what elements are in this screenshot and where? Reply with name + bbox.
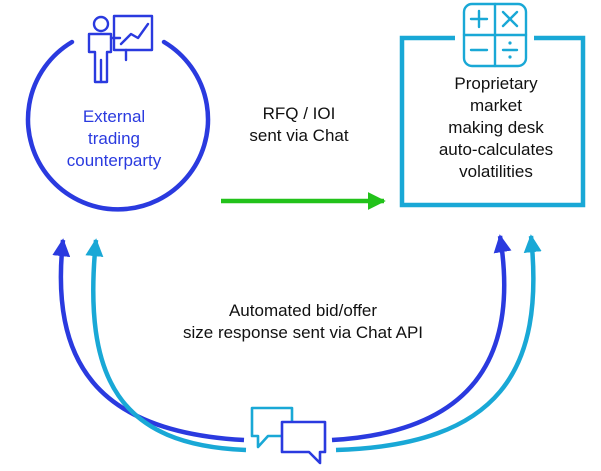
response-arc-left-outer <box>52 238 245 443</box>
calculator-icon <box>462 2 528 68</box>
counterparty-circle <box>25 39 211 212</box>
response-arc-left-inner <box>85 238 247 453</box>
chat-bubbles-icon <box>250 406 327 465</box>
response-arc-right-outer <box>331 234 512 443</box>
response-label: Automated bid/offer size response sent v… <box>182 301 424 342</box>
response-arc-right-inner <box>335 234 542 453</box>
rfq-label: RFQ / IOI sent via Chat <box>249 104 349 145</box>
presenter-chart-icon <box>87 14 154 84</box>
desk-box <box>399 35 586 208</box>
desk-label: Proprietary market making desk auto-calc… <box>438 74 554 181</box>
counterparty-label: External trading counterparty <box>66 107 162 170</box>
